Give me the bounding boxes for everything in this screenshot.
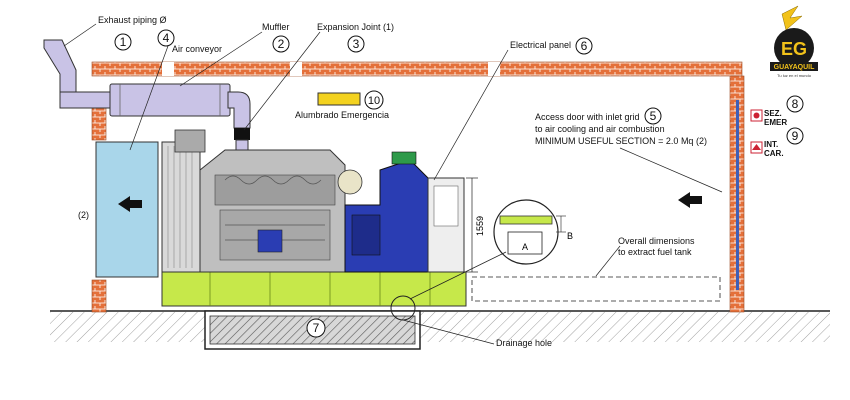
label-alumbrado: Alumbrado Emergencia [295, 110, 389, 120]
callout-3: 3 [347, 35, 365, 53]
expansion-joint-block [234, 128, 250, 140]
label-overall-dims-line2: to extract fuel tank [618, 247, 692, 257]
label-int: INT. [764, 140, 778, 149]
breaker-int-car [750, 141, 763, 154]
detail-b-label: B [567, 231, 573, 241]
logo-initials: EG [781, 39, 807, 59]
svg-text:2: 2 [278, 37, 285, 51]
label-muffler: Muffler [262, 22, 289, 32]
logo-city: GUAYAQUIL [774, 64, 815, 71]
breaker-sez-emer [750, 109, 763, 122]
exhaust-piping [43, 39, 251, 175]
leader-lines [63, 23, 723, 345]
detail-callout [390, 199, 566, 321]
generator-skid [161, 271, 467, 307]
label-note-2: (2) [78, 210, 89, 220]
label-drainage-hole: Drainage hole [496, 338, 552, 348]
label-emer: EMER [764, 118, 787, 127]
callout-9: 9 [786, 127, 804, 145]
label-access-door-line2: to air cooling and air combustion [535, 124, 665, 134]
callout-7: 7 [306, 318, 326, 338]
label-expansion-joint: Expansion Joint (1) [317, 22, 394, 32]
label-air-conveyor: Air conveyor [172, 44, 222, 54]
svg-text:5: 5 [650, 109, 657, 123]
radiator [161, 141, 201, 273]
svg-text:1: 1 [120, 35, 127, 49]
svg-text:10: 10 [368, 95, 380, 107]
air-inlet-arrow-icon [678, 192, 702, 208]
svg-text:6: 6 [581, 39, 588, 53]
label-sez: SEZ. [764, 109, 782, 118]
air-out-arrow-icon [118, 196, 142, 212]
dimension-1559: 1559 [475, 216, 485, 236]
ground [50, 310, 830, 342]
callout-4: 4 [157, 29, 175, 47]
label-exhaust-piping: Exhaust piping Ø [98, 15, 167, 25]
radiator-fins [167, 146, 193, 268]
callout-2: 2 [272, 35, 290, 53]
alternator [344, 151, 433, 273]
svg-text:3: 3 [353, 37, 360, 51]
muffler-body [109, 83, 231, 117]
label-car: CAR. [764, 149, 784, 158]
callout-6: 6 [575, 37, 593, 55]
callout-8: 8 [786, 95, 804, 113]
brick-walls [91, 61, 745, 313]
svg-text:9: 9 [792, 129, 799, 143]
height-dimension [466, 177, 478, 273]
svg-text:4: 4 [163, 31, 170, 45]
svg-text:7: 7 [313, 321, 320, 335]
logo-tagline: Tu luz en el mundo [777, 73, 812, 78]
callout-5: 5 [644, 107, 662, 125]
engine-block [174, 129, 363, 273]
emergency-light [317, 92, 361, 106]
eg-guayaquil-logo: EG GUAYAQUIL Tu luz en el mundo [770, 5, 818, 78]
label-access-door-line3: MINIMUM USEFUL SECTION = 2.0 Mq (2) [535, 136, 707, 146]
lightning-icon [781, 5, 803, 31]
label-electrical-panel: Electrical panel [510, 40, 571, 50]
detail-a-label: A [522, 242, 528, 252]
fuel-tank-extract-area [471, 276, 721, 302]
callout-10: 10 [364, 90, 384, 110]
callout-1: 1 [114, 33, 132, 51]
label-overall-dims-line1: Overall dimensions [618, 236, 695, 246]
panel-door [433, 185, 459, 227]
label-access-door-line1: Access door with inlet grid [535, 112, 640, 122]
svg-text:8: 8 [792, 97, 799, 111]
